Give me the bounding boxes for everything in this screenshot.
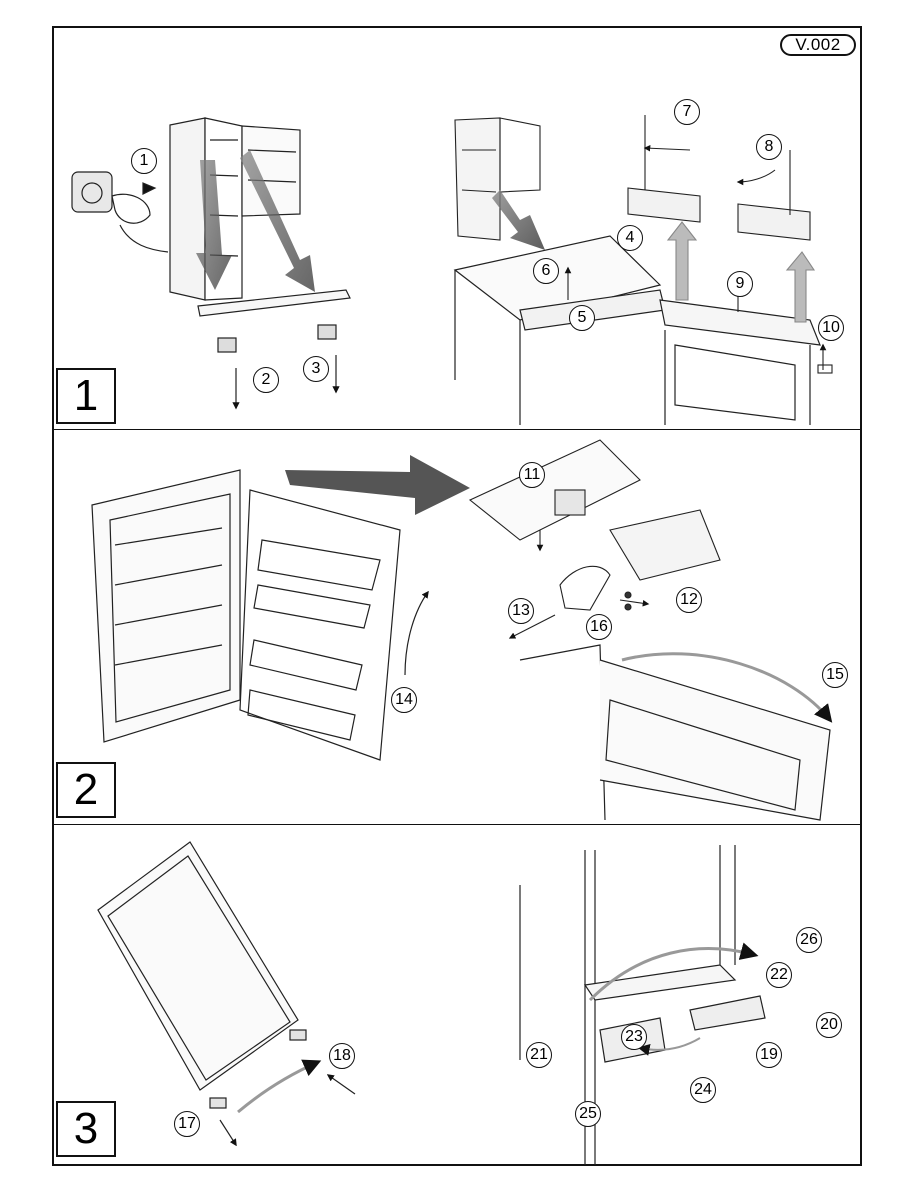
callout-1: 1 — [131, 148, 157, 174]
callout-11: 11 — [519, 462, 545, 488]
section-divider-1 — [52, 429, 862, 430]
callout-15: 15 — [822, 662, 848, 688]
open-door-drawing — [91, 469, 429, 761]
callout-16: 16 — [586, 614, 612, 640]
section-3-label: 3 — [56, 1101, 116, 1157]
callout-25: 25 — [575, 1101, 601, 1127]
hinge-detail-drawing — [468, 439, 721, 639]
callout-14: 14 — [391, 687, 417, 713]
callout-13: 13 — [508, 598, 534, 624]
callout-10: 10 — [818, 315, 844, 341]
callout-23: 23 — [621, 1024, 647, 1050]
step-1-arrows — [196, 150, 315, 292]
callout-8: 8 — [756, 134, 782, 160]
callout-3: 3 — [303, 356, 329, 382]
version-label: V.002 — [780, 34, 856, 56]
callout-22: 22 — [766, 962, 792, 988]
callout-19: 19 — [756, 1042, 782, 1068]
callout-21: 21 — [526, 1042, 552, 1068]
cabinet-top-drawing — [453, 235, 821, 425]
section-2-label: 2 — [56, 762, 116, 818]
section-1-label: 1 — [56, 368, 116, 424]
callout-9: 9 — [727, 271, 753, 297]
callout-5: 5 — [569, 305, 595, 331]
callout-6: 6 — [533, 258, 559, 284]
callout-18: 18 — [329, 1043, 355, 1069]
step-6-arrow — [492, 190, 545, 250]
callout-12: 12 — [676, 587, 702, 613]
callout-20: 20 — [816, 1012, 842, 1038]
big-arrow — [285, 455, 470, 515]
section-divider-2 — [52, 824, 862, 825]
bottom-hinge-drawing — [519, 845, 766, 1165]
door-flat-drawing — [97, 841, 356, 1147]
small-fridge-drawing — [454, 117, 541, 241]
callout-24: 24 — [690, 1077, 716, 1103]
callout-17: 17 — [174, 1111, 200, 1137]
callout-2: 2 — [253, 367, 279, 393]
covers-7-8-drawing — [564, 115, 833, 374]
door-hinge-swap-drawing — [519, 644, 833, 821]
socket-plug-drawing — [71, 171, 169, 253]
page-frame — [52, 26, 862, 1166]
callout-26: 26 — [796, 927, 822, 953]
callout-7: 7 — [674, 99, 700, 125]
top-cover-strip-drawing — [197, 289, 351, 410]
callout-4: 4 — [617, 225, 643, 251]
fridge-door-open-drawing — [169, 117, 301, 301]
